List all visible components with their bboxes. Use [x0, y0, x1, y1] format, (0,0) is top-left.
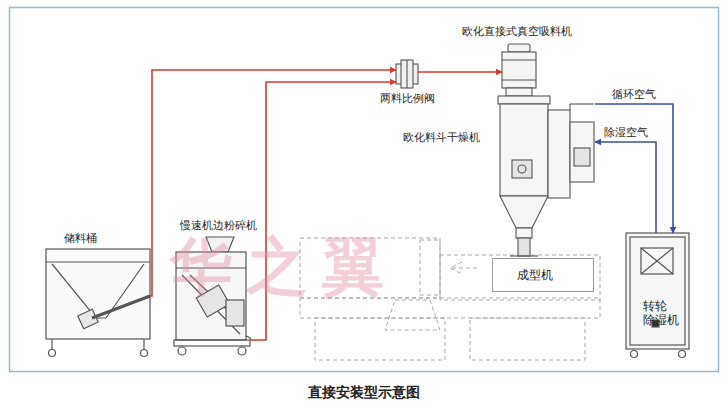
- node-label: 两料比例阀: [380, 92, 435, 105]
- hopper-dryer-drawing-part: [500, 104, 548, 196]
- storage-bin-drawing-part: [46, 261, 150, 262]
- molding-machine-drawing-part: [470, 318, 585, 360]
- air-duct-arrow: [595, 104, 673, 233]
- storage-bin-drawing-part: [141, 350, 148, 357]
- storage-bin: 储料桶: [46, 249, 150, 353]
- hopper-dryer-drawing-part: [512, 160, 532, 178]
- dehumidifier-drawing: [626, 233, 689, 358]
- edge-label: 除湿空气: [603, 126, 649, 139]
- hopper-dryer-drawing-part: [500, 196, 548, 228]
- hopper-dryer-drawing-part: [498, 96, 550, 104]
- hopper-dryer-drawing-part: [569, 104, 570, 110]
- watermark: 华之翼: [170, 236, 398, 298]
- molding-machine-drawing-part: [300, 298, 600, 318]
- hopper-dryer-drawing-part: [518, 165, 526, 173]
- air-duct-arrow: [595, 142, 656, 233]
- hopper-dryer-drawing-part: [510, 255, 538, 256]
- hopper-dryer-drawing-part: [570, 103, 594, 104]
- granulator-drawing-part: [238, 347, 246, 355]
- hopper-dryer: 欧化料斗干燥机: [497, 98, 595, 238]
- proportional-valve: 两料比例阀: [396, 62, 418, 86]
- dehumidifier-drawing-part: [641, 248, 673, 274]
- node-label: 慢速机边粉碎机: [180, 219, 257, 232]
- node-label: 欧化料斗干燥机: [403, 131, 480, 144]
- storage-bin-drawing-part: [92, 296, 150, 318]
- dehumidifier-drawing-part: [631, 351, 638, 358]
- hopper-dryer-drawing-part: [570, 122, 594, 182]
- proportional-valve-drawing-part: [406, 60, 407, 88]
- molding-machine-drawing-part: [385, 300, 440, 330]
- frame-border: [10, 8, 719, 372]
- vacuum-loader-drawing: [502, 44, 536, 96]
- dehumidifier: 转轮 除湿机: [626, 233, 689, 349]
- hopper-dryer-drawing-part: [574, 148, 590, 166]
- storage-bin-drawing-part: [143, 339, 144, 350]
- storage-bin-drawing-part: [78, 309, 98, 328]
- storage-bin-drawing-part: [46, 249, 150, 339]
- storage-bin-drawing-part: [52, 264, 144, 318]
- caption: 直接安装型示意图: [308, 384, 420, 401]
- storage-bin-drawing: [46, 249, 150, 357]
- molding-machine-drawing-part: [315, 318, 445, 360]
- vacuum-loader-drawing-part: [508, 44, 530, 52]
- granulator-drawing-part: [246, 336, 251, 340]
- molding-machine-box: 成型机: [492, 258, 594, 292]
- molding-machine-drawing-part: [420, 240, 440, 295]
- vacuum-loader-drawing-part: [502, 79, 536, 80]
- proportional-valve-drawing-part: [401, 60, 413, 88]
- hopper-dryer-drawing-part: [516, 228, 532, 238]
- granulator-drawing-part: [178, 347, 186, 355]
- vacuum-loader: 欧化直接式真空吸料机: [502, 44, 536, 96]
- storage-bin-drawing-part: [51, 339, 52, 350]
- vacuum-loader-drawing-part: [506, 88, 532, 96]
- dehumidifier-drawing-part: [630, 237, 685, 345]
- hopper-dryer-drawing-part: [548, 110, 570, 198]
- vacuum-loader-drawing-part: [502, 52, 536, 88]
- node-label: 储料桶: [64, 232, 97, 245]
- molding-machine-drawing-part: [452, 268, 478, 269]
- dehumidifier-drawing-part: [641, 248, 673, 274]
- proportional-valve-drawing: [396, 60, 418, 88]
- material-pipe-arrow: [250, 82, 396, 340]
- molding-machine-drawing-part: [440, 255, 600, 300]
- edge-label: 循环空气: [611, 88, 657, 101]
- node-label: 欧化直接式真空吸料机: [462, 25, 572, 38]
- node-label: 转轮 除湿机: [643, 299, 681, 328]
- hopper-dryer-drawing-part: [518, 238, 530, 256]
- vacuum-loader-drawing-part: [502, 59, 536, 60]
- node-label: 成型机: [493, 259, 593, 282]
- dehumidifier-drawing-part: [679, 351, 686, 358]
- material-pipe-arrow: [418, 71, 502, 73]
- dehumidifier-drawing-part: [641, 248, 673, 274]
- granulator-drawing-part: [226, 300, 244, 326]
- hopper-dryer-drawing: [498, 96, 594, 256]
- dehumidifier-drawing-part: [626, 233, 689, 349]
- storage-bin-drawing-part: [49, 350, 56, 357]
- granulator-drawing-part: [174, 340, 250, 346]
